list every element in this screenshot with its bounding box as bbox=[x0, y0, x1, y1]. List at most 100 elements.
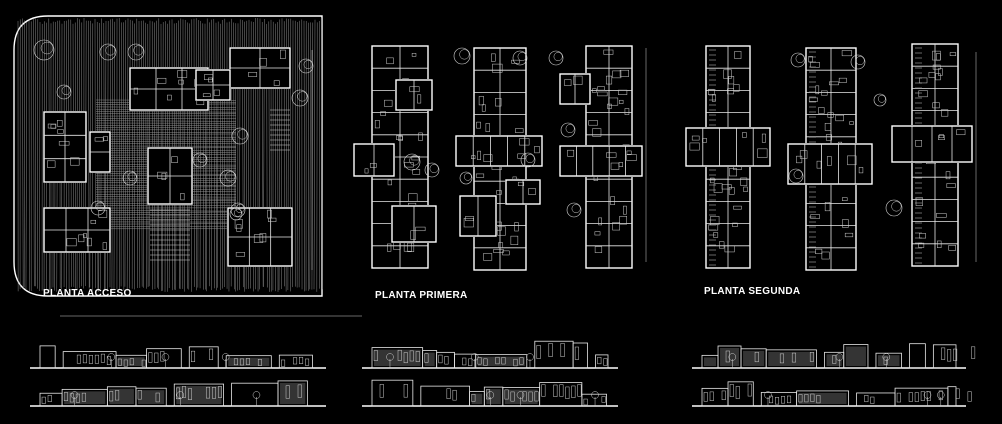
tree-symbol bbox=[850, 54, 866, 70]
furniture bbox=[167, 94, 172, 101]
window bbox=[816, 395, 821, 404]
facade-volume bbox=[856, 392, 896, 407]
furniture bbox=[57, 129, 64, 134]
ground-floor-plan: PLANTA ACCESO bbox=[13, 15, 362, 317]
facade-volume bbox=[231, 382, 279, 407]
furniture bbox=[702, 138, 707, 143]
window bbox=[781, 396, 786, 404]
plaza-hatch bbox=[95, 211, 237, 213]
furniture bbox=[849, 121, 854, 125]
shaded-volume bbox=[877, 355, 900, 366]
window bbox=[798, 394, 803, 403]
window bbox=[297, 384, 302, 398]
shaded-volume bbox=[504, 389, 538, 404]
window bbox=[191, 350, 196, 362]
furniture bbox=[919, 77, 928, 84]
arm-fill bbox=[685, 127, 771, 167]
ground-hatch bbox=[213, 18, 215, 289]
tree-symbol bbox=[565, 124, 575, 134]
shaded-volume bbox=[471, 393, 483, 404]
tree-symbol bbox=[520, 152, 536, 168]
furniture bbox=[90, 219, 97, 224]
furniture bbox=[387, 179, 392, 186]
furniture bbox=[821, 90, 828, 96]
shaded-volume bbox=[374, 349, 421, 366]
furniture bbox=[178, 79, 184, 85]
tree-symbol bbox=[229, 207, 243, 221]
window bbox=[559, 384, 564, 397]
furniture bbox=[936, 213, 947, 218]
window bbox=[534, 391, 539, 402]
furniture bbox=[411, 155, 420, 161]
furniture bbox=[592, 88, 597, 93]
window bbox=[548, 343, 553, 357]
furniture bbox=[932, 64, 941, 70]
furniture bbox=[948, 245, 956, 251]
furniture bbox=[733, 84, 740, 92]
window bbox=[63, 392, 68, 402]
shaded-volume bbox=[845, 346, 866, 366]
facade-volume bbox=[62, 351, 117, 369]
elevation-tree bbox=[486, 391, 495, 399]
window bbox=[155, 392, 160, 403]
first-floor-plans bbox=[353, 45, 643, 271]
window bbox=[810, 393, 815, 402]
furniture bbox=[937, 68, 943, 76]
window bbox=[832, 355, 837, 364]
furniture bbox=[842, 197, 848, 201]
window bbox=[779, 353, 784, 364]
ground-hatch bbox=[309, 22, 311, 290]
window bbox=[560, 343, 565, 357]
furniture bbox=[133, 87, 138, 95]
shaded-volume bbox=[64, 391, 106, 404]
furniture bbox=[66, 238, 77, 247]
furniture bbox=[718, 241, 725, 249]
window bbox=[409, 350, 414, 362]
furniture bbox=[415, 226, 426, 232]
furniture bbox=[386, 57, 394, 65]
elevations bbox=[30, 340, 976, 407]
tree-symbol bbox=[233, 208, 242, 217]
window bbox=[519, 357, 524, 365]
furniture bbox=[592, 128, 602, 137]
facade-volume bbox=[572, 342, 588, 369]
tree-symbol bbox=[303, 60, 313, 70]
furniture bbox=[761, 133, 766, 143]
site-boundary bbox=[13, 15, 323, 297]
tree-symbol bbox=[571, 204, 581, 214]
ground-hatch bbox=[321, 18, 323, 290]
furniture bbox=[937, 240, 942, 248]
dwelling-block bbox=[559, 145, 643, 177]
window bbox=[245, 358, 250, 365]
furniture bbox=[624, 108, 630, 115]
elevation-tree bbox=[70, 391, 79, 399]
furniture bbox=[588, 120, 598, 126]
furniture bbox=[956, 129, 966, 136]
furniture bbox=[485, 123, 490, 132]
furniture bbox=[825, 134, 832, 141]
tree-symbol bbox=[297, 91, 308, 102]
tree-symbol bbox=[790, 52, 806, 68]
furniture bbox=[938, 134, 945, 139]
furniture bbox=[396, 135, 403, 141]
furniture bbox=[707, 88, 715, 95]
furniture bbox=[810, 214, 820, 219]
window bbox=[129, 358, 134, 366]
furniture bbox=[47, 160, 56, 168]
furniture bbox=[177, 70, 188, 78]
window bbox=[522, 391, 527, 402]
shaded-volume bbox=[109, 388, 134, 404]
furniture bbox=[815, 248, 823, 255]
furniture bbox=[208, 77, 213, 83]
furniture bbox=[597, 91, 608, 97]
plaza-hatch bbox=[95, 125, 237, 127]
ground-hatch bbox=[126, 18, 129, 291]
furniture bbox=[816, 160, 822, 169]
facade-volume bbox=[278, 354, 313, 369]
facade-volume bbox=[727, 381, 754, 407]
furniture bbox=[743, 186, 748, 192]
furniture bbox=[380, 111, 386, 116]
window bbox=[285, 385, 290, 399]
window bbox=[725, 350, 730, 363]
